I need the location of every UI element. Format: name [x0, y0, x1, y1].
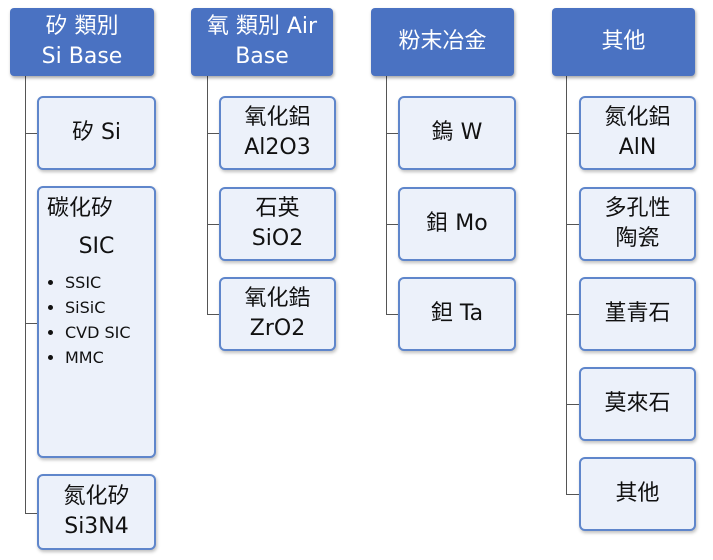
box-porous-ceramic: 多孔性 陶瓷 [579, 187, 696, 261]
box-tungsten-label: 鎢 W [431, 120, 483, 145]
box-tungsten: 鎢 W [398, 96, 516, 170]
box-silicon-nitride-line2: Si3N4 [64, 514, 129, 539]
box-quartz-line2: SiO2 [251, 226, 304, 251]
box-cordierite-label: 堇青石 [604, 301, 671, 326]
box-porous-ceramic-line1: 多孔性 [604, 196, 671, 221]
box-porous-ceramic-line2: 陶瓷 [615, 226, 660, 251]
header-si-base: 矽 類別 Si Base [10, 8, 154, 76]
connector-col2-item3 [207, 314, 219, 315]
header-si-base-line1: 矽 類別 [45, 14, 119, 39]
connector-col3-item3 [386, 314, 398, 315]
connector-col1-item3 [25, 513, 37, 514]
box-silicon: 矽 Si [37, 96, 156, 170]
box-cordierite: 堇青石 [579, 277, 696, 351]
header-air-base-line1: 氧 類別 Air [206, 14, 318, 39]
box-zirconia-line2: ZrO2 [249, 316, 306, 341]
connector-col2-item1 [207, 133, 219, 134]
box-others: 其他 [579, 457, 696, 531]
box-zirconia-line1: 氧化鋯 [244, 286, 311, 311]
connector-col2-item2 [207, 224, 219, 225]
box-silicon-nitride-line1: 氮化矽 [63, 484, 130, 509]
list-item: SSIC [65, 270, 146, 295]
silicon-carbide-types-list: SSIC SiSiC CVD SIC MMC [47, 270, 146, 370]
connector-col1-item1 [25, 133, 37, 134]
list-item: MMC [65, 345, 146, 370]
box-zirconia: 氧化鋯 ZrO2 [219, 277, 336, 351]
box-alumina-line1: 氧化鋁 [244, 105, 311, 130]
box-tantalum: 鉭 Ta [398, 277, 516, 351]
connector-col4-item5 [566, 494, 579, 495]
header-others-label: 其他 [601, 29, 646, 54]
box-others-label: 其他 [615, 481, 660, 506]
connector-col4 [566, 76, 567, 494]
header-powder-metallurgy: 粉末冶金 [371, 8, 514, 76]
box-quartz: 石英 SiO2 [219, 187, 336, 261]
connector-col1 [25, 76, 26, 514]
list-item: CVD SIC [65, 320, 146, 345]
list-item: SiSiC [65, 295, 146, 320]
connector-col3-item1 [386, 133, 398, 134]
header-si-base-line2: Si Base [41, 44, 123, 69]
box-aluminum-nitride: 氮化鋁 AlN [579, 96, 696, 170]
connector-col4-item3 [566, 314, 579, 315]
box-tantalum-label: 鉭 Ta [430, 301, 484, 326]
header-air-base-line2: Base [235, 44, 289, 69]
connector-col4-item1 [566, 133, 579, 134]
box-mullite: 莫來石 [579, 367, 696, 441]
box-alumina: 氧化鋁 Al2O3 [219, 96, 336, 170]
connector-col2 [207, 76, 208, 315]
connector-col1-item2 [25, 323, 37, 324]
header-powder-metallurgy-label: 粉末冶金 [398, 29, 487, 54]
header-air-base: 氧 類別 Air Base [191, 8, 333, 76]
connector-col4-item2 [566, 224, 579, 225]
box-silicon-nitride: 氮化矽 Si3N4 [37, 474, 156, 550]
box-silicon-carbide-sub: SIC [78, 234, 115, 259]
box-quartz-line1: 石英 [255, 196, 300, 221]
box-aluminum-nitride-line2: AlN [618, 135, 657, 160]
connector-col3-item2 [386, 224, 398, 225]
box-molybdenum-label: 鉬 Mo [426, 211, 488, 236]
box-molybdenum: 鉬 Mo [398, 187, 516, 261]
box-silicon-label: 矽 Si [71, 120, 122, 145]
box-alumina-line2: Al2O3 [244, 135, 311, 160]
box-silicon-carbide-title: 碳化矽 [47, 196, 114, 221]
connector-col3 [386, 76, 387, 315]
connector-col4-item4 [566, 404, 579, 405]
box-aluminum-nitride-line1: 氮化鋁 [604, 105, 671, 130]
header-others: 其他 [552, 8, 695, 76]
box-silicon-carbide: 碳化矽 SIC SSIC SiSiC CVD SIC MMC [37, 186, 156, 458]
box-mullite-label: 莫來石 [604, 391, 671, 416]
